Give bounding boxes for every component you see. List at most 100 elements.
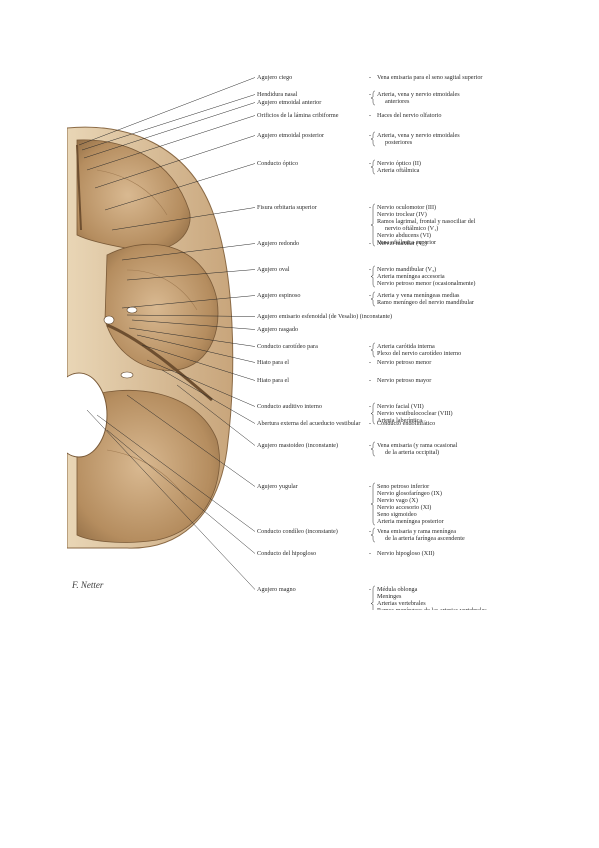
description-16-0: Conducto endolinfático <box>377 420 436 427</box>
description-12-1: Plexo del nervio carotídeo interno <box>377 350 462 357</box>
description-0-0: Vena emisaria para el seno sagital super… <box>377 74 483 81</box>
label-19: Conducto condíleo (inconstante) <box>257 528 338 535</box>
label-15: Conducto auditivo interno <box>257 403 322 410</box>
posterior-fossa <box>76 390 220 543</box>
description-13-0: Nervio petroso menor <box>377 359 432 366</box>
brace-1 <box>370 90 376 106</box>
leader-line-11 <box>131 319 256 330</box>
brace-9 <box>370 291 376 307</box>
brace-15 <box>370 402 376 425</box>
description-18-2: Nervio vago (X) <box>377 497 418 504</box>
label-6: Fisura orbitaria superior <box>257 204 317 211</box>
leader-line-10 <box>126 314 256 317</box>
leader-line-5 <box>104 163 256 211</box>
description-8-2: Nervio petroso menor (ocasionalmente) <box>377 280 476 287</box>
brace-19 <box>370 527 376 543</box>
description-18-4: Seno sigmoideo <box>377 511 417 518</box>
description-1-1: anteriores <box>385 98 410 105</box>
leader-line-9 <box>121 295 256 309</box>
brace-12 <box>370 342 376 358</box>
leader-lines <box>78 77 376 610</box>
description-19-1: de la arteria faríngea ascendente <box>385 535 465 542</box>
brace-18 <box>370 482 376 526</box>
description-1-0: Arteria, vena y nervio etmoidales <box>377 91 460 98</box>
label-3: Orificios de la lámina cribiforme <box>257 112 339 119</box>
label-12: Conducto carotídeo para <box>257 343 318 350</box>
description-18-3: Nervio accesorio (XI) <box>377 504 432 511</box>
description-7-0: Nervio maxilar (V₂) <box>377 240 427 247</box>
leader-line-18 <box>126 394 256 487</box>
label-9: Agujero espinoso <box>257 292 301 299</box>
artist-signature: F. Netter <box>72 580 104 590</box>
label-13: Hiato para el <box>257 359 289 366</box>
description-8-1: Arteria meníngea accesoria <box>377 273 445 280</box>
label-18: Agujero yugular <box>257 483 298 490</box>
label-16: Abertura externa del acueducto vestibula… <box>257 420 361 427</box>
anterior-fossa <box>76 139 191 252</box>
description-4-0: Arteria, vena y nervio etmoidales <box>377 132 460 139</box>
description-21-2: Arterias vertebrales <box>377 600 426 607</box>
leader-line-21 <box>86 409 256 590</box>
description-18-0: Seno petroso inferior <box>377 483 430 490</box>
description-4-1: posteriores <box>385 139 413 146</box>
description-15-0: Nervio facial (VII) <box>377 403 424 410</box>
label-20: Conducto del hipogloso <box>257 550 317 557</box>
label-7: Agujero redondo <box>257 240 300 247</box>
leader-line-1 <box>81 94 256 151</box>
description-21-1: Meninges <box>377 593 402 600</box>
description-17-1: de la arteria occipital) <box>385 449 440 456</box>
description-15-2: Arteria laberíntica <box>377 417 423 424</box>
description-6-1: Nervio troclear (IV) <box>377 211 427 218</box>
description-9-0: Arteria y vena meníngeas medias <box>377 292 460 299</box>
label-11: Agujero rasgado <box>257 326 299 333</box>
label-1: Hendidura nasal <box>257 91 298 98</box>
leader-line-4 <box>94 135 256 189</box>
label-4: Agujero etmoidal posterior <box>257 132 325 139</box>
label-17: Agujero mastoideo (inconstante) <box>257 442 339 449</box>
leader-line-8 <box>126 269 256 281</box>
description-17-0: Vena emisaria (y rama ocasional <box>377 442 458 449</box>
petrous-ridge <box>106 323 213 402</box>
description-8-0: Nervio mandibular (V₃) <box>377 266 437 273</box>
skull-base-illustration <box>67 77 376 610</box>
description-9-1: Ramo meníngeo del nervio mandibular <box>377 299 474 306</box>
description-6-4: Nervio abducens (VI) <box>377 232 431 239</box>
description-14-0: Nervio petroso mayor <box>377 377 432 384</box>
brace-6 <box>370 203 376 247</box>
label-21: Agujero magno <box>257 586 296 593</box>
label-14: Hiato para el <box>257 377 289 384</box>
foramen-magnum <box>67 372 108 458</box>
description-15-1: Nervio vestibulococlear (VIII) <box>377 410 453 417</box>
label-10: Agujero emisario esfenoidal (de Vesalio)… <box>257 313 393 320</box>
description-21-3: Ramos meníngeos de las arterias vertebra… <box>377 607 487 610</box>
description-12-0: Arteria carótida interna <box>377 343 435 350</box>
brace-21 <box>370 585 376 610</box>
brace-5 <box>370 159 376 175</box>
leader-line-12 <box>128 327 256 347</box>
description-19-0: Vena emisaria y rama meníngea <box>377 528 457 535</box>
description-5-1: Arteria oftálmica <box>377 167 420 174</box>
label-2: Agujero etmoidal anterior <box>257 99 322 106</box>
description-6-3: nervio oftálmico (V₁) <box>385 225 439 232</box>
leader-line-14 <box>141 344 256 381</box>
leader-line-3 <box>86 115 256 171</box>
description-18-5: Arteria meníngea posterior <box>377 518 444 525</box>
description-6-2: Ramos lagrimal, frontal y nasociliar del <box>377 218 476 225</box>
brace-4 <box>370 131 376 147</box>
leader-line-20 <box>106 429 256 554</box>
leader-line-6 <box>111 207 256 231</box>
leader-line-0 <box>78 77 256 146</box>
label-0: Agujero ciego <box>257 74 293 81</box>
brace-8 <box>370 265 376 288</box>
description-5-0: Nervio óptico (II) <box>377 160 421 167</box>
description-3-0: Haces del nervio olfatorio <box>377 112 442 119</box>
leader-line-7 <box>121 243 256 261</box>
leader-line-19 <box>96 414 256 532</box>
leader-line-16 <box>161 369 256 424</box>
leader-line-15 <box>146 359 256 407</box>
description-18-1: Nervio glosofaríngeo (IX) <box>377 490 442 497</box>
leader-line-17 <box>176 384 256 446</box>
description-6-5: Vena oftálmica superior <box>377 239 437 246</box>
label-5: Conducto óptico <box>257 160 299 167</box>
description-20-0: Nervio hipogloso (XII) <box>377 550 435 557</box>
